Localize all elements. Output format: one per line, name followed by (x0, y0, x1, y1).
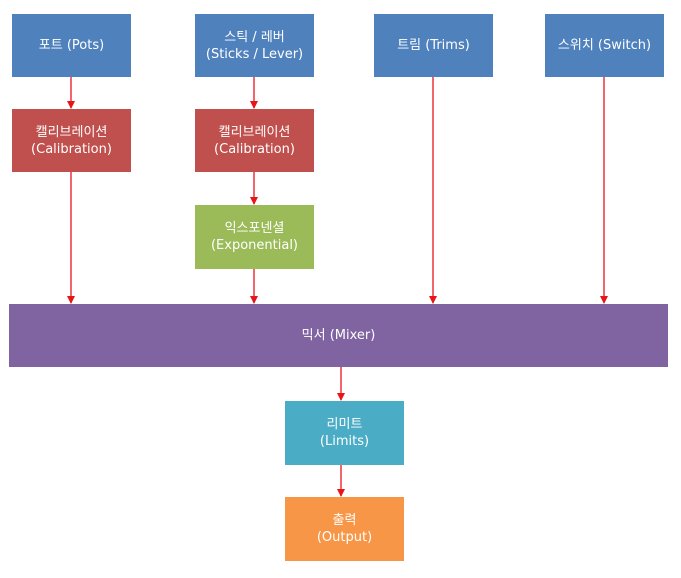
trims-label: 트림 (Trims) (397, 38, 470, 53)
calibration-pots-label: 캘리브레이션 (35, 124, 108, 140)
pots-label: 포트 (Pots) (38, 38, 105, 53)
calibration-sticks-label: 캘리브레이션 (218, 124, 291, 140)
limits-sublabel: (Limits) (319, 434, 370, 449)
exponential-node: 익스포넨셜 (Exponential) (195, 205, 314, 269)
exponential-sublabel: (Exponential) (210, 238, 299, 253)
output-label: 출력 (332, 513, 357, 528)
sticks-label: 스틱 / 레버 (224, 29, 285, 45)
mixer-label: 믹서 (Mixer) (301, 328, 376, 343)
calibration-sticks-node: 캘리브레이션 (Calibration) (195, 109, 314, 172)
mixer-node: 믹서 (Mixer) (9, 304, 668, 367)
limits-label: 리미트 (326, 417, 363, 432)
exponential-label: 익스포넨셜 (224, 221, 285, 236)
sticks-lever-node: 스틱 / 레버 (Sticks / Lever) (195, 14, 314, 77)
calibration-pots-sublabel: (Calibration) (31, 141, 112, 157)
output-sublabel: (Output) (316, 530, 373, 545)
calibration-pots-node: 캘리브레이션 (Calibration) (12, 109, 131, 172)
trims-node: 트림 (Trims) (374, 14, 493, 77)
calibration-sticks-sublabel: (Calibration) (214, 141, 295, 157)
limits-node: 리미트 (Limits) (285, 401, 404, 465)
switch-label: 스위치 (Switch) (557, 38, 652, 53)
pots-node: 포트 (Pots) (12, 14, 131, 77)
switch-node: 스위치 (Switch) (545, 14, 664, 77)
output-node: 출력 (Output) (285, 497, 404, 561)
sticks-sublabel: (Sticks / Lever) (205, 46, 304, 62)
